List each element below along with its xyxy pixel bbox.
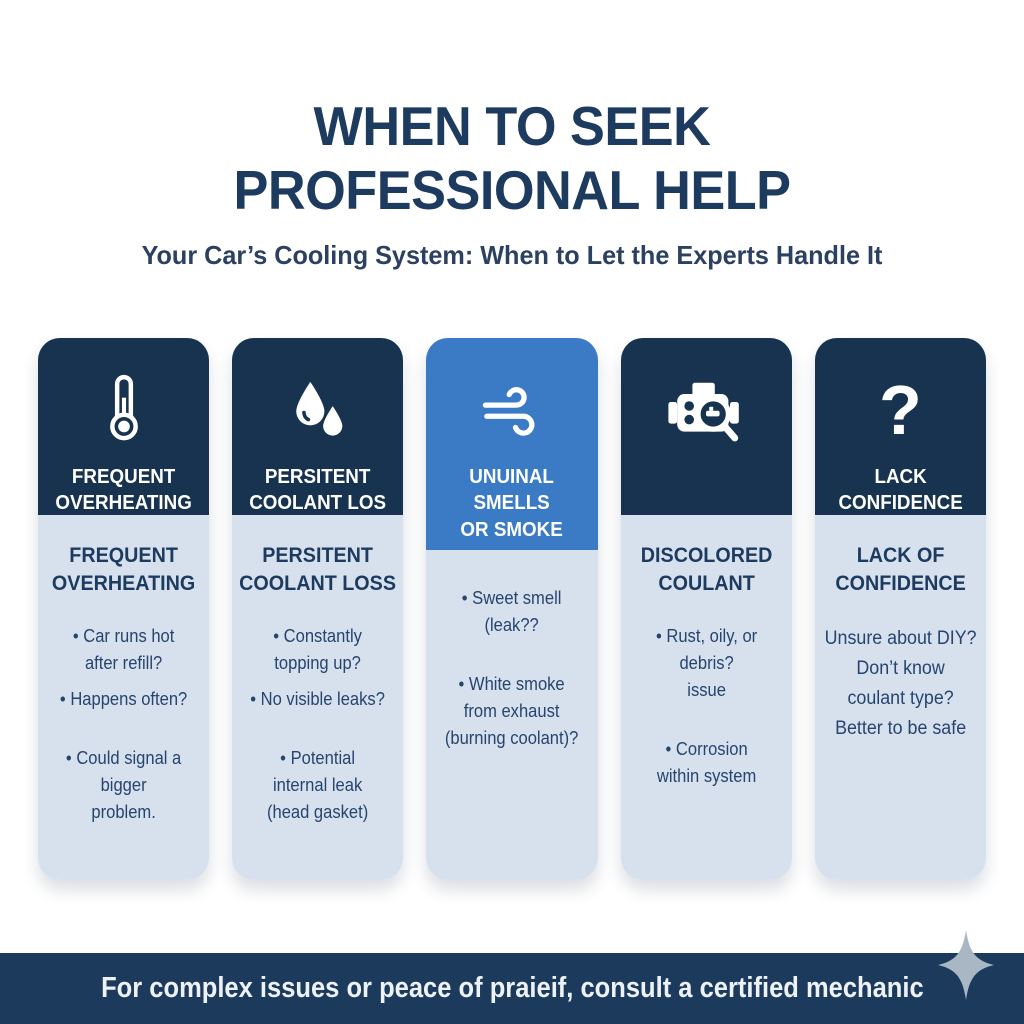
column-header-label: UNUINAL SMELLS OR SMOKE [460, 466, 564, 541]
column-header: FREQUENT OVERHEATING [38, 338, 210, 515]
columns-row: FREQUENT OVERHEATING FREQUENT OVERHEATIN… [38, 338, 987, 880]
column-frequent-overheating: FREQUENT OVERHEATING FREQUENT OVERHEATIN… [38, 338, 210, 880]
column-header: PERSITENT COOLANT LOS [232, 338, 404, 515]
column-header: UNUINAL SMELLS OR SMOKE [426, 338, 598, 550]
footer-bar: For complex issues or peace of praieif, … [0, 953, 1024, 1024]
footer-text: For complex issues or peace of praieif, … [100, 972, 924, 1004]
column-discolored-coolant: DISCOLORED COULANT • Rust, oily, or debr… [620, 338, 792, 880]
bullet-item: • No visible leaks? [250, 689, 386, 710]
bullet-item: • Corrosion within system [656, 739, 756, 787]
bullet-list: • Rust, oily, or debris? issue • Corrosi… [627, 623, 785, 790]
bullet-item: • Car runs hot after refill? [72, 626, 175, 674]
bullet-item: • Rust, oily, or debris? issue [655, 626, 757, 701]
column-persistent-coolant-loss: PERSITENT COOLANT LOS PERSITENT COOLANT … [232, 338, 404, 880]
bullet-list: • Sweet smell (leak?? • White smoke from… [433, 585, 591, 752]
column-body-heading: FREQUENT OVERHEATING [51, 544, 196, 595]
bullet-item: • Sweet smell (leak?? [462, 588, 562, 635]
smoke-wind-icon [426, 338, 597, 462]
bullet-item: • Could signal a bigger problem. [65, 748, 182, 823]
engine-inspect-icon [621, 338, 792, 462]
bullet-item: • Constantly topping up? [273, 626, 363, 674]
page-title: WHEN TO SEEK PROFESSIONAL HELP [233, 95, 791, 221]
thermometer-icon [38, 338, 209, 462]
column-body-heading: PERSITENT COOLANT LOSS [239, 544, 397, 595]
droplets-icon [232, 338, 403, 462]
column-header: ? LACK CONFIDENCE [814, 338, 987, 515]
column-body: PERSITENT COOLANT LOSS • Constantly topp… [232, 515, 404, 880]
column-lack-of-confidence: ? LACK CONFIDENCE LACK OF CONFIDENCE Uns… [814, 338, 987, 880]
sparkle-icon [938, 930, 994, 1000]
column-body-heading: LACK OF CONFIDENCE [835, 544, 966, 595]
bullet-item: • Happens often? [59, 689, 188, 710]
column-unusual-smells-smoke: UNUINAL SMELLS OR SMOKE • Sweet smell (l… [426, 338, 598, 880]
question-mark-icon: ? [815, 338, 986, 462]
bullet-item: • White smoke from exhaust (burning cool… [445, 674, 579, 748]
question-mark-glyph: ? [879, 371, 922, 449]
column-body: FREQUENT OVERHEATING • Car runs hot afte… [38, 515, 210, 880]
column-plain-text: Unsure about DIY? Don’t know coulant typ… [824, 628, 977, 740]
page-subtitle: Your Car’s Cooling System: When to Let t… [141, 240, 883, 270]
column-header-label: PERSITENT COOLANT LOS [249, 466, 387, 515]
column-header-label: FREQUENT OVERHEATING [55, 466, 192, 515]
bullet-list: • Car runs hot after refill? • Happens o… [45, 623, 203, 826]
column-body: DISCOLORED COULANT • Rust, oily, or debr… [620, 515, 792, 880]
bullet-item: • Potential internal leak (head gasket) [267, 748, 369, 823]
bullet-list: • Constantly topping up? • No visible le… [239, 623, 397, 826]
column-body-heading: DISCOLORED COULANT [640, 544, 773, 595]
column-body: • Sweet smell (leak?? • White smoke from… [426, 550, 598, 880]
column-header [620, 338, 792, 515]
column-header-label: LACK CONFIDENCE [838, 466, 963, 515]
column-body: LACK OF CONFIDENCE Unsure about DIY? Don… [814, 515, 987, 880]
